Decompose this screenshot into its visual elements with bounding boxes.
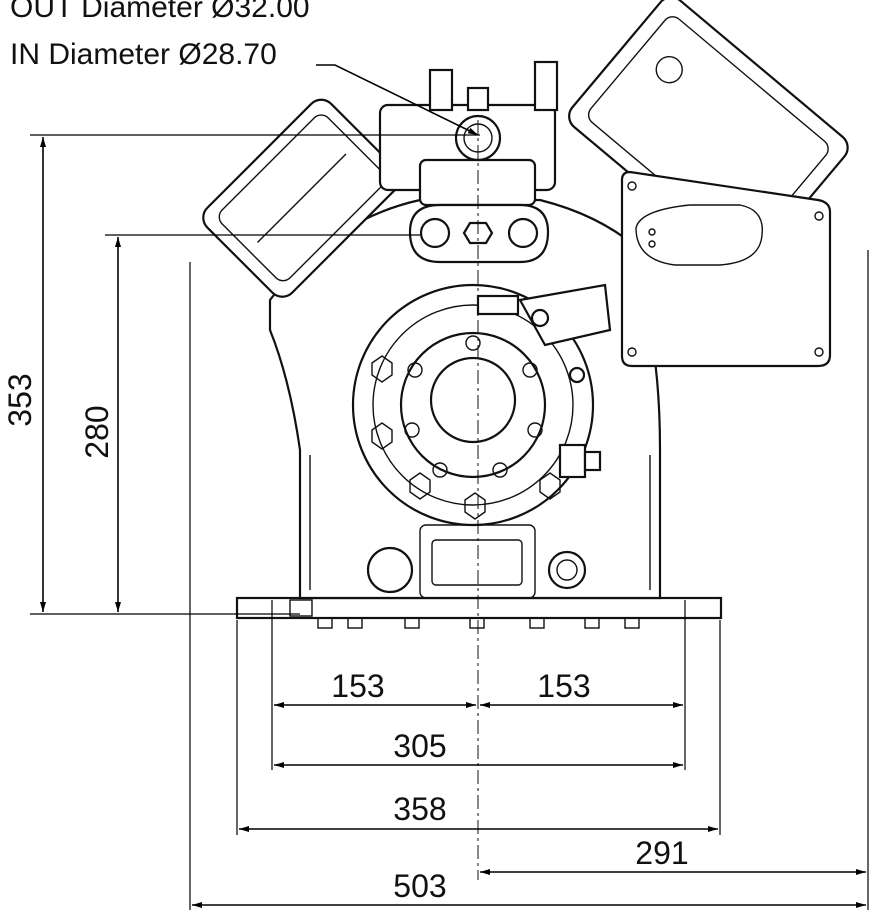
dimension-lines <box>40 64 866 908</box>
extension-lines <box>30 134 869 910</box>
side-fitting <box>476 283 612 479</box>
sight-glass-left <box>366 546 414 594</box>
dim-height-flange: 280 <box>79 405 115 458</box>
dim-right-offset: 291 <box>635 835 688 871</box>
sight-glass-right <box>547 550 587 590</box>
compressor-body <box>202 0 849 629</box>
dim-half-right: 153 <box>537 668 590 704</box>
out-diameter-label: OUT Diameter Ø32.00 <box>10 0 310 24</box>
dim-base-width: 358 <box>393 791 446 827</box>
in-diameter-label: IN Diameter Ø28.70 <box>10 38 277 71</box>
shaft-flange <box>351 283 595 527</box>
suction-flange <box>408 203 550 264</box>
dim-height-total: 353 <box>2 373 38 426</box>
dim-foot-spacing: 305 <box>393 728 446 764</box>
dim-overall-width: 503 <box>393 868 446 904</box>
top-manifold <box>378 60 559 207</box>
dim-half-left: 153 <box>331 668 384 704</box>
left-cylinder-head <box>202 98 402 298</box>
base-plate <box>235 596 723 620</box>
control-module <box>620 170 832 368</box>
